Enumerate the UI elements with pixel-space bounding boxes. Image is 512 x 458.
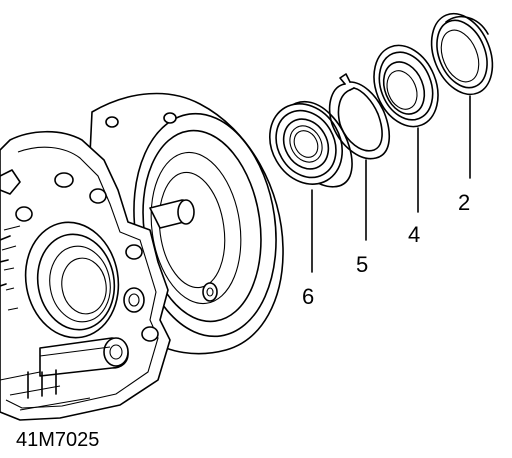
bearing-part-6 xyxy=(269,101,353,273)
housing-casting xyxy=(0,92,284,421)
callout-label-2: 2 xyxy=(458,190,470,215)
seal-part-2 xyxy=(430,12,494,179)
callout-label-5: 5 xyxy=(356,252,368,277)
callout-label-6: 6 xyxy=(302,284,314,309)
circlip-part-5 xyxy=(328,73,391,241)
figure-code: 41M7025 xyxy=(16,429,99,451)
callout-label-4: 4 xyxy=(408,222,420,247)
seal-part-4 xyxy=(373,44,439,213)
